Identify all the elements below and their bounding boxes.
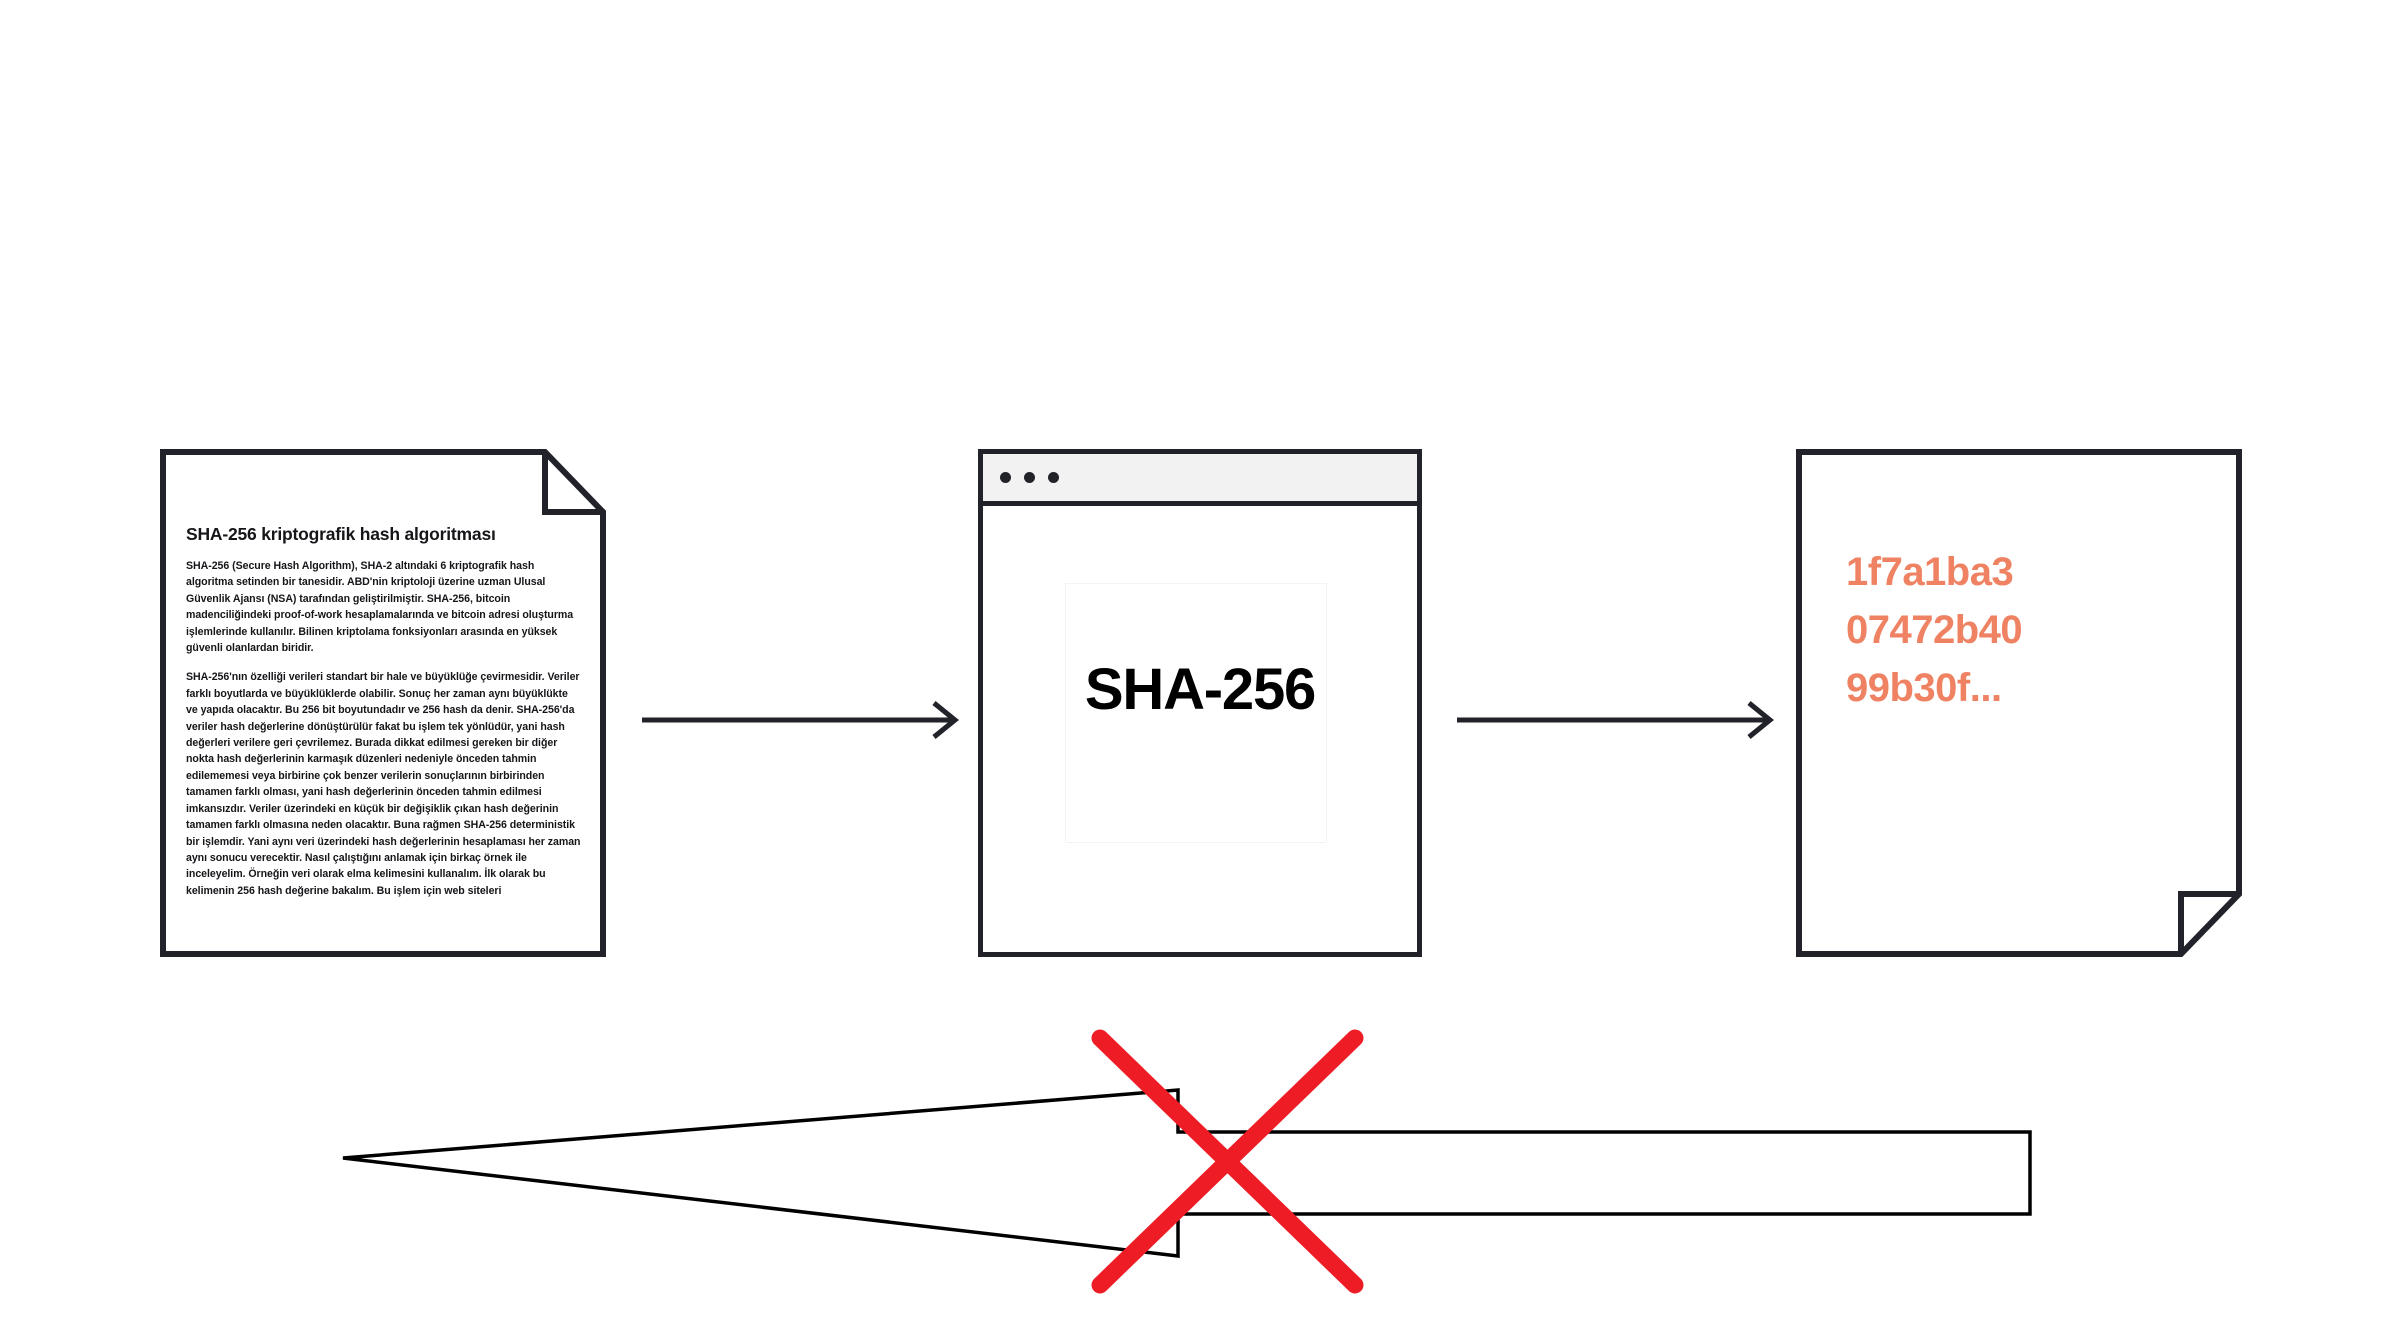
hash-line-3: 99b30f... [1846, 666, 2002, 710]
arrow-sha-to-output [1457, 701, 1774, 739]
window-dot-maximize-icon[interactable] [1048, 472, 1059, 483]
document-outline-with-fold [160, 449, 606, 957]
window-body: SHA-256 [983, 506, 1417, 947]
sha-256-processor-window[interactable]: SHA-256 [978, 449, 1422, 957]
hash-line-1: 1f7a1ba3 [1846, 550, 2014, 594]
document-paragraph-1: SHA-256 (Secure Hash Algorithm), SHA-2 a… [186, 560, 574, 655]
window-dot-close-icon[interactable] [1000, 472, 1011, 483]
document-paragraph-2: SHA-256'nın özelliği verileri standart b… [186, 671, 581, 897]
document-title: SHA-256 kriptografik hash algoritması [186, 524, 496, 544]
window-titlebar [983, 454, 1417, 506]
hash-output-document: 1f7a1ba3 07472b40 99b30f... [1796, 449, 2242, 957]
chevron-right-icon [1747, 701, 1774, 739]
sha-256-label: SHA-256 [1084, 657, 1316, 722]
document-text-body: SHA-256 kriptografik hash algoritması SH… [186, 524, 582, 924]
crossed-out-left-arrow [342, 1029, 2032, 1294]
chevron-right-icon [932, 701, 959, 739]
hash-output-text: 1f7a1ba3 07472b40 99b30f... [1846, 543, 2206, 717]
hash-line-2: 07472b40 [1846, 608, 2023, 652]
arrow-input-to-sha [642, 701, 959, 739]
red-x-icon [1091, 1029, 1364, 1294]
input-text-document: SHA-256 kriptografik hash algoritması SH… [160, 449, 606, 957]
window-dot-minimize-icon[interactable] [1024, 472, 1035, 483]
document-outline-with-bottom-fold [1796, 449, 2242, 957]
left-arrow-shape [342, 1088, 2032, 1258]
window-placeholder-box [1065, 583, 1327, 843]
